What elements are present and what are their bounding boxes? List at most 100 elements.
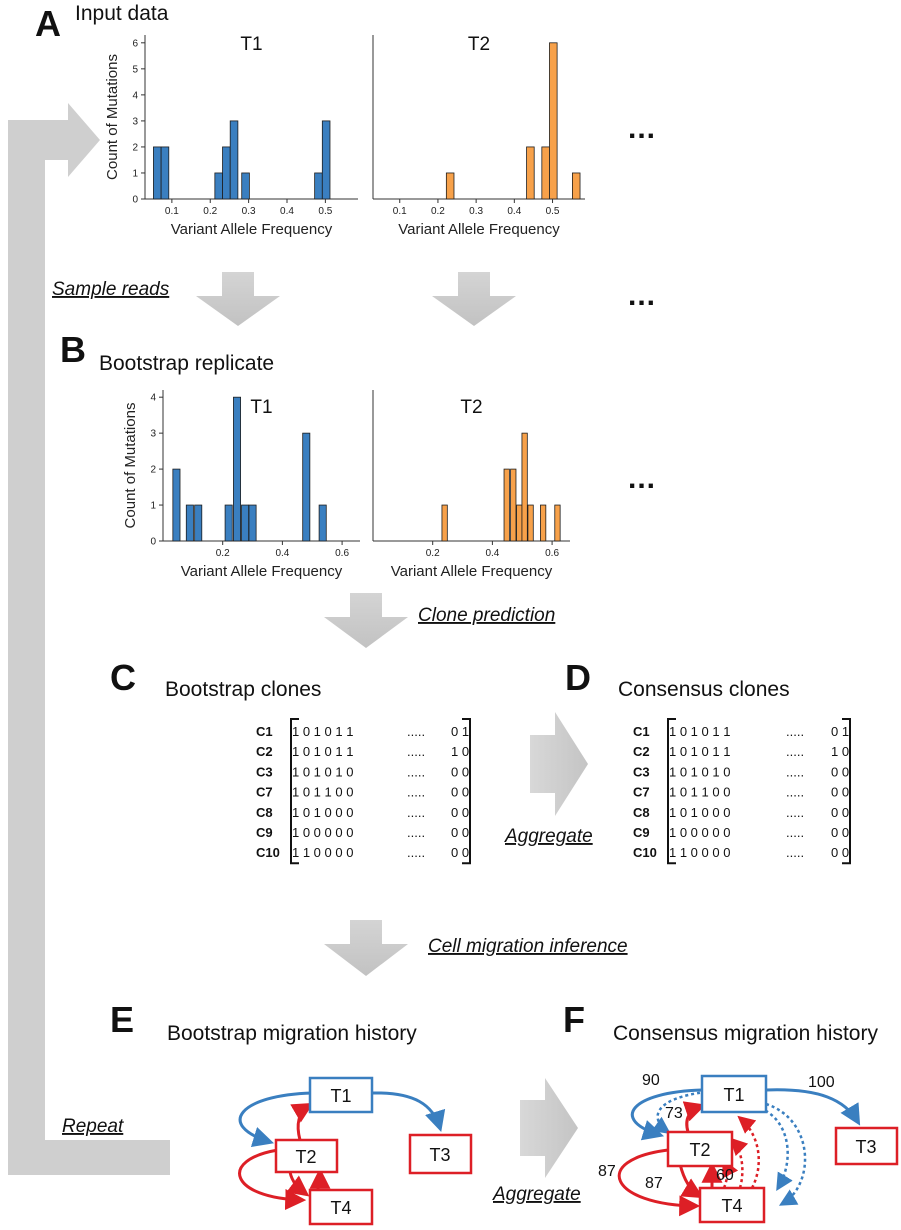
matrix-right-bracket (462, 718, 471, 865)
clone-tail-bits: 0 0 (831, 825, 849, 840)
clone-bits: 1 0 0 0 0 0 (292, 825, 353, 840)
down-arrow-migration-inference (324, 920, 408, 976)
y-tick-label: 3 (150, 429, 156, 440)
clone-bits: 1 0 1 0 1 1 (669, 724, 730, 739)
chart-title: T2 (460, 397, 482, 418)
edge-e-t1-t3 (371, 1091, 446, 1133)
histogram-bar (160, 146, 170, 200)
edge-e-t2-t4-inner (286, 1171, 310, 1197)
x-axis-label: Variant Allele Frequency (398, 221, 560, 238)
clone-tail-bits: 0 0 (831, 805, 849, 820)
edge-label-90: 90 (642, 1072, 660, 1089)
node-e-t3-label: T3 (429, 1145, 450, 1165)
chart-title: T1 (250, 397, 272, 418)
histogram-bar (527, 504, 534, 542)
histogram-bar (153, 146, 162, 200)
node-f-t3 (834, 1126, 899, 1166)
clone-ellipsis: ..... (786, 785, 804, 800)
clone-id: C7 (256, 785, 273, 800)
x-axis-label: Variant Allele Frequency (391, 563, 553, 580)
histogram-bar (540, 504, 547, 542)
clone-bits: 1 0 1 0 1 0 (292, 764, 353, 779)
x-tick-label: 0.2 (203, 206, 217, 217)
edge-f-t2-t4-inner (678, 1163, 704, 1199)
x-tick-label: 0.4 (507, 206, 521, 217)
edge-f-t1-t2-dotted (651, 1090, 707, 1135)
clone-ellipsis: ..... (407, 845, 425, 860)
node-e-t2 (274, 1138, 339, 1174)
edge-f-t4-t1-dotted (737, 1115, 760, 1189)
histogram-bar (241, 172, 250, 200)
panel-letter-c: C (110, 657, 136, 698)
histogram-bar (222, 146, 231, 200)
clone-bits: 1 0 1 1 0 0 (669, 785, 730, 800)
y-tick-label: 4 (150, 393, 156, 404)
matrix-right-bracket (842, 718, 851, 865)
ellipsis-a: ... (628, 112, 656, 145)
aggregate-clones-label: Aggregate (504, 826, 593, 847)
x-tick-label: 0.5 (546, 206, 560, 217)
histogram-bar (185, 504, 194, 542)
clone-ellipsis: ..... (407, 724, 425, 739)
histogram-bar (172, 468, 181, 542)
bootstrap-replicate-title: Bootstrap replicate (99, 352, 274, 375)
node-e-t4 (308, 1188, 374, 1226)
x-tick-label: 0.3 (242, 206, 256, 217)
edge-f-t2-t4-outer (617, 1148, 701, 1217)
clone-prediction-label: Clone prediction (418, 605, 555, 626)
histogram-bar (541, 146, 550, 200)
ellipsis-sample: ... (628, 279, 656, 312)
clone-tail-bits: 0 0 (831, 764, 849, 779)
y-tick-label: 2 (150, 465, 156, 476)
right-arrow-aggregate-history (520, 1078, 578, 1178)
clone-bits: 1 0 1 0 0 0 (669, 805, 730, 820)
clone-tail-bits: 0 0 (451, 825, 469, 840)
panel-letter-f: F (563, 999, 585, 1040)
histogram-bar (248, 504, 257, 542)
node-f-t1-label: T1 (723, 1085, 744, 1105)
y-tick-label: 3 (132, 116, 138, 127)
clone-ellipsis: ..... (407, 805, 425, 820)
clone-bits: 1 0 1 0 1 1 (292, 744, 353, 759)
histogram-bar (445, 172, 455, 200)
panel-letter-b: B (60, 329, 86, 370)
clone-tail-bits: 1 0 (831, 744, 849, 759)
clone-bits: 1 0 0 0 0 0 (669, 825, 730, 840)
edge-label-100: 100 (808, 1074, 835, 1091)
consensus-migration-graph: T1 T2 T3 T4 90 100 73 87 87 60 (598, 1072, 899, 1224)
y-tick-label: 6 (132, 38, 138, 49)
chart-title: T2 (468, 34, 490, 55)
clone-id: C9 (256, 825, 273, 840)
node-f-t4-label: T4 (721, 1196, 742, 1216)
x-tick-label: 0.6 (335, 548, 349, 559)
x-tick-label: 0.4 (275, 548, 289, 559)
clone-ellipsis: ..... (407, 744, 425, 759)
clone-ellipsis: ..... (786, 764, 804, 779)
bootstrap-clones-title: Bootstrap clones (165, 678, 321, 701)
down-arrow-clone-prediction (324, 593, 408, 648)
clone-id: C2 (256, 744, 273, 759)
edge-e-t4-t2 (309, 1167, 331, 1191)
edge-f-t2-t1 (682, 1101, 706, 1133)
node-f-t2-label: T2 (689, 1140, 710, 1160)
histogram-bar (510, 468, 517, 542)
clone-tail-bits: 0 1 (451, 724, 469, 739)
clone-tail-bits: 1 0 (451, 744, 469, 759)
input-data-title: Input data (75, 2, 169, 25)
x-tick-label: 0.1 (393, 206, 407, 217)
node-f-t4 (698, 1186, 766, 1224)
clone-id: C7 (633, 785, 650, 800)
edge-f-t1-t2 (630, 1088, 703, 1141)
clone-id: C2 (633, 744, 650, 759)
clone-id: C3 (633, 764, 650, 779)
clone-bits: 1 0 1 0 1 0 (669, 764, 730, 779)
y-axis-label: Count of Mutations (104, 54, 121, 180)
node-e-t2-label: T2 (295, 1147, 316, 1167)
clone-bits: 1 0 1 0 1 1 (292, 724, 353, 739)
edge-label-73: 73 (665, 1105, 683, 1122)
matrix-left-bracket (290, 718, 299, 865)
